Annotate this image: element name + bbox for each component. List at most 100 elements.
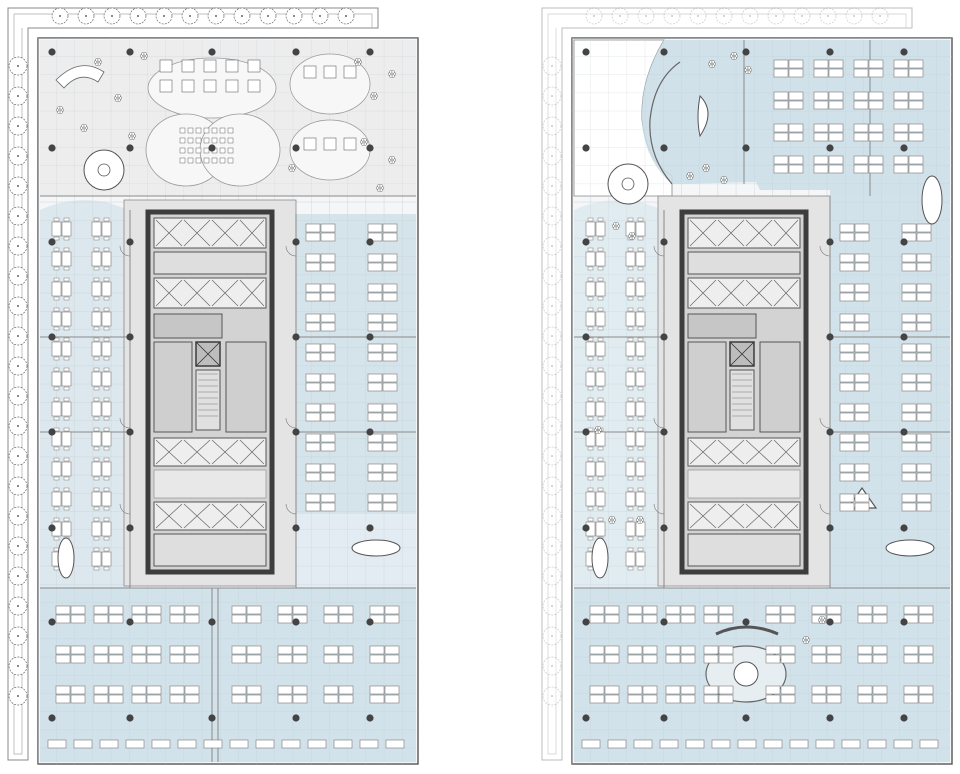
desk bbox=[857, 685, 873, 695]
leaf bbox=[705, 164, 709, 168]
storage-unit bbox=[281, 739, 301, 749]
seat bbox=[227, 157, 234, 164]
desk-cluster bbox=[51, 487, 72, 511]
structural-column bbox=[826, 618, 834, 626]
terrace-outline-inner bbox=[547, 13, 907, 755]
desk bbox=[367, 283, 383, 293]
desk bbox=[108, 694, 124, 704]
desk bbox=[703, 654, 719, 664]
plant-icon bbox=[743, 66, 753, 74]
structural-column bbox=[208, 48, 216, 56]
desk bbox=[367, 343, 383, 353]
desk-cluster bbox=[665, 605, 696, 624]
desk-cluster bbox=[857, 645, 888, 664]
chair bbox=[627, 397, 634, 402]
cafe-table bbox=[303, 65, 317, 79]
tree-icon bbox=[689, 7, 707, 25]
desk-cluster bbox=[585, 247, 606, 271]
chair bbox=[587, 476, 594, 481]
leaf bbox=[143, 52, 147, 56]
desk bbox=[642, 694, 658, 704]
chair bbox=[587, 236, 594, 241]
desk bbox=[305, 313, 321, 323]
cafe-table bbox=[203, 59, 217, 73]
chair bbox=[63, 367, 70, 372]
chair bbox=[93, 547, 100, 552]
tree-icon bbox=[8, 326, 28, 346]
desk bbox=[625, 521, 636, 537]
desk bbox=[635, 551, 646, 567]
desk bbox=[703, 645, 719, 655]
chair bbox=[627, 476, 634, 481]
tree-icon bbox=[8, 386, 28, 406]
desk bbox=[916, 253, 932, 263]
desk bbox=[854, 232, 870, 242]
chair bbox=[637, 427, 644, 432]
desk bbox=[854, 223, 870, 233]
desk-cluster bbox=[625, 247, 646, 271]
chair bbox=[587, 536, 594, 541]
leaf bbox=[723, 176, 727, 180]
plant-icon bbox=[607, 516, 617, 524]
desk bbox=[872, 654, 888, 664]
desk bbox=[893, 59, 909, 69]
desk bbox=[826, 614, 842, 624]
door-swing bbox=[653, 245, 665, 257]
tree-trunk bbox=[551, 95, 553, 97]
desk bbox=[718, 694, 734, 704]
desk bbox=[627, 654, 643, 664]
desk-cluster bbox=[93, 645, 124, 664]
desk-cluster bbox=[893, 123, 924, 142]
desk bbox=[893, 164, 909, 174]
plant-icon bbox=[611, 222, 621, 230]
leaf bbox=[373, 92, 377, 96]
seat bbox=[227, 137, 234, 144]
desk bbox=[169, 614, 185, 624]
desk bbox=[320, 232, 336, 242]
tree-icon bbox=[542, 686, 562, 706]
desk bbox=[305, 463, 321, 473]
desk-cluster bbox=[589, 685, 620, 704]
chair bbox=[627, 217, 634, 222]
tree-canopy bbox=[542, 686, 562, 706]
chair bbox=[63, 277, 70, 282]
desk bbox=[231, 614, 247, 624]
desk-cluster bbox=[91, 277, 112, 301]
chair bbox=[627, 356, 634, 361]
desk-cluster bbox=[901, 463, 932, 482]
desk bbox=[813, 155, 829, 165]
tree-icon bbox=[8, 686, 28, 706]
tree-trunk bbox=[879, 15, 881, 17]
chair bbox=[627, 247, 634, 252]
storage-unit bbox=[893, 739, 913, 749]
desk bbox=[91, 281, 102, 297]
storage-unit bbox=[659, 739, 679, 749]
cafe-table bbox=[225, 59, 239, 73]
chair bbox=[103, 427, 110, 432]
chair bbox=[63, 517, 70, 522]
chair bbox=[93, 356, 100, 361]
desk bbox=[916, 442, 932, 452]
meeting-table bbox=[351, 539, 401, 557]
desk-cluster bbox=[51, 277, 72, 301]
tree-trunk bbox=[17, 395, 19, 397]
meeting-table bbox=[921, 175, 943, 225]
desk bbox=[320, 472, 336, 482]
desk bbox=[184, 654, 200, 664]
tree-icon bbox=[8, 536, 28, 556]
structural-column bbox=[126, 524, 134, 532]
tree-trunk bbox=[189, 15, 191, 17]
chair bbox=[587, 277, 594, 282]
desk bbox=[635, 401, 646, 417]
desk bbox=[916, 412, 932, 422]
cafe-table bbox=[159, 59, 173, 73]
desk bbox=[323, 685, 339, 695]
desk bbox=[811, 605, 827, 615]
desk-cluster bbox=[773, 123, 804, 142]
tree-canopy bbox=[542, 116, 562, 136]
desk bbox=[585, 491, 596, 507]
desk bbox=[382, 232, 398, 242]
desk-cluster bbox=[305, 433, 336, 452]
tree-icon bbox=[8, 626, 28, 646]
desk bbox=[585, 461, 596, 477]
